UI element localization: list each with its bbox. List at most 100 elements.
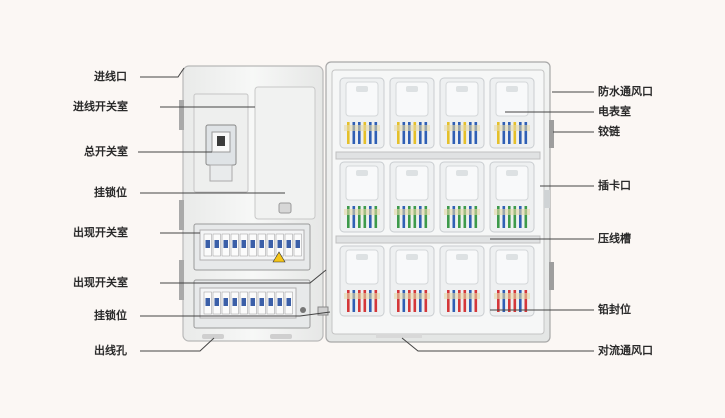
meter-display [506,254,518,260]
meter-grid [339,77,535,317]
meter-wire [374,122,378,144]
meter-wire [347,206,350,228]
leader-line [160,269,327,284]
meter-wire [413,290,417,312]
breaker-toggle [250,298,255,306]
meter-wire [497,206,500,228]
meter-wire [358,206,361,228]
meter-display [506,170,518,176]
terminal-block [344,209,380,215]
label-meter-room: 电表室 [598,105,631,118]
meter-wire [458,290,461,312]
meter-wire [474,122,478,144]
hinge [549,262,554,290]
meter-wire [352,290,356,312]
leader-line [140,67,185,78]
breaker-toggle [259,240,264,248]
meter-display [456,170,468,176]
meter-wire [397,290,400,312]
meter-window [445,81,479,117]
meter-wire [469,290,472,312]
breaker-toggle [223,240,228,248]
meter-window [345,249,379,285]
meter-display [406,254,418,260]
meter-wire [502,206,506,228]
meter-wire [397,206,400,228]
label-wiring-trough: 压线槽 [598,232,631,245]
meter-wire [413,206,417,228]
meter-wire [419,290,422,312]
meter-wire [508,122,511,144]
terminal-block [394,125,430,131]
breaker-toggle [241,298,246,306]
meter-wire [363,206,367,228]
main-breaker-mount [209,164,233,182]
meter-wire [469,122,472,144]
meter-wire [358,122,361,144]
breaker-toggle [214,298,219,306]
meter-wire [452,122,456,144]
label-waterproof-vent: 防水通风口 [598,85,653,98]
meter-wire [513,290,517,312]
meter-wire [519,122,522,144]
meter-display [456,86,468,92]
meter-wire [424,122,428,144]
meter-display [456,254,468,260]
breaker-toggle [295,240,300,248]
breaker-toggle [223,298,228,306]
meter-wire [419,122,422,144]
label-inlet: 进线口 [94,70,127,83]
meter-wire [408,122,411,144]
meter-wire [374,290,378,312]
lock-screw [300,307,306,313]
meter-wire [474,206,478,228]
side-stud [179,100,184,130]
breaker-toggle [277,240,282,248]
label-hinge: 铰链 [598,125,620,138]
breaker-toggle [205,240,210,248]
label-outgoing-switch-room-2: 出现开关室 [73,276,128,289]
meter-wire [369,290,372,312]
meter-window [445,165,479,201]
meter-wire [369,206,372,228]
breaker-toggle [268,298,273,306]
meter-display [506,86,518,92]
meter-wire [363,122,367,144]
meter-wire [402,122,406,144]
meter-wire [447,206,450,228]
terminal-block [344,125,380,131]
breaker-toggle [277,298,282,306]
meter-window [395,249,429,285]
meter-window [495,81,529,117]
meter-display [356,254,368,260]
meter-wire [447,290,450,312]
breaker-toggle [259,298,264,306]
terminal-block [344,293,380,299]
meter-window [445,249,479,285]
meter-window [395,165,429,201]
meter-wire [513,122,517,144]
meter-wire [402,290,406,312]
convection-vent [376,334,422,338]
terminal-block [494,125,530,131]
meter-wire [408,206,411,228]
wiring-trough [335,151,541,160]
meter-window [495,249,529,285]
lock-cover-panel [254,86,316,220]
meter-display [356,170,368,176]
label-outgoing-switch-room-1: 出现开关室 [73,226,128,239]
breaker-toggle [250,240,255,248]
meter-wire [402,206,406,228]
terminal-block [444,125,480,131]
meter-wire [474,290,478,312]
meter-wire [352,206,356,228]
card-slot [544,190,550,208]
label-incoming-switch-room: 进线开关室 [73,100,128,113]
meter-wire [413,122,417,144]
breaker-toggle [232,240,237,248]
meter-wire [447,122,450,144]
leader-line [401,337,594,352]
meter-wire [508,290,511,312]
meter-wire [497,290,500,312]
